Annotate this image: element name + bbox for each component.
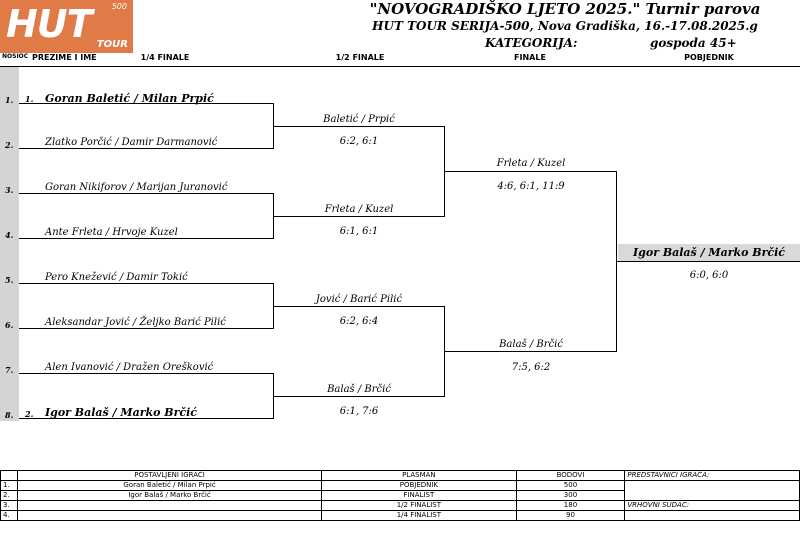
summary-header-place: PLASMAN [321, 470, 517, 481]
referee-cell [624, 510, 800, 521]
col-nosioc: NOSIOC [2, 53, 29, 60]
player-pair: Igor Balaš / Marko Brčić [45, 406, 197, 419]
winner-score: 6:0, 6:0 [689, 270, 729, 281]
player-pair: Goran Nikiforov / Marijan Juranović [45, 182, 228, 193]
col-r16: 1/4 FINALE [140, 53, 190, 62]
summary-table: POSTAVLJENI IGRAČI PLASMAN BODOVI PREDST… [0, 470, 800, 521]
summary-header-players: POSTAVLJENI IGRAČI [16, 470, 323, 481]
final-pair: Balaš / Brčić [499, 339, 563, 350]
semi-pair: Jović / Barić Pilić [315, 294, 403, 305]
hut-tour-logo: 500 HUT TOUR [0, 0, 133, 53]
row-points: 180 [515, 500, 626, 511]
draw-line [274, 216, 445, 217]
category-label: KATEGORIJA: [485, 36, 578, 50]
bracket-connector [273, 103, 274, 149]
row-player: Igor Balaš / Marko Brčić [16, 490, 323, 501]
draw-line [19, 148, 274, 149]
bracket-connector [444, 126, 445, 217]
tournament-title: "NOVOGRADIŠKO LJETO 2025." Turnir parova [369, 0, 761, 18]
draw-line [19, 193, 274, 194]
row-number: 4. [0, 510, 18, 521]
player-pair: Ante Frleta / Hrvoje Kuzel [45, 227, 178, 238]
summary-header-points: BODOVI [515, 470, 626, 481]
player-pair: Alen Ivanović / Dražen Orešković [45, 362, 214, 373]
draw-line [19, 373, 274, 374]
player-pair: Goran Baletić / Milan Prpić [45, 92, 214, 105]
summary-header-reps: PREDSTAVNICI IGRAČA: [624, 470, 800, 481]
row-points: 90 [515, 510, 626, 521]
draw-line [445, 171, 617, 172]
semi-pair: Frleta / Kuzel [324, 204, 394, 215]
row-place: POBJEDNIK [321, 480, 517, 491]
table-row: 4. 1/4 FINALIST 90 [0, 510, 800, 521]
final-score: 7:5, 6:2 [511, 362, 551, 373]
draw-line [274, 396, 445, 397]
logo-brand: HUT [6, 2, 93, 46]
header-divider [0, 66, 800, 67]
draw-number: 4. [5, 230, 14, 240]
seed-number: 1. [25, 94, 34, 104]
semi-pair: Baletić / Prpić [323, 114, 395, 125]
draw-line [445, 351, 617, 352]
draw-line [274, 306, 445, 307]
semi-score: 6:1, 6:1 [339, 226, 379, 237]
row-player: Goran Baletić / Milan Prpić [16, 480, 323, 491]
row-points: 500 [515, 480, 626, 491]
table-row: 3. 1/2 FINALIST 180 VRHOVNI SUDAC: [0, 500, 800, 511]
draw-number: 7. [5, 365, 14, 375]
reps-cell [624, 480, 800, 501]
semi-score: 6:2, 6:4 [339, 316, 379, 327]
bracket-connector [273, 193, 274, 239]
logo-number: 500 [111, 2, 127, 11]
col-names: PREZIME I IME [32, 53, 97, 62]
row-number: 2. [0, 490, 18, 501]
semi-score: 6:1, 7:6 [339, 406, 379, 417]
bracket-connector [616, 171, 617, 352]
row-player [16, 500, 323, 511]
logo-sub: TOUR [96, 39, 128, 50]
draw-line [19, 418, 274, 419]
referee-label: VRHOVNI SUDAC: [624, 500, 800, 511]
bracket-connector [273, 283, 274, 329]
bracket-connector [273, 373, 274, 419]
tournament-subtitle: HUT TOUR SERIJA-500, Nova Gradiška, 16.-… [372, 19, 758, 33]
row-place: 1/4 FINALIST [321, 510, 517, 521]
draw-number-column [0, 67, 19, 421]
draw-line [274, 126, 445, 127]
summary-header-row: POSTAVLJENI IGRAČI PLASMAN BODOVI PREDST… [0, 470, 800, 481]
draw-line [617, 261, 800, 262]
draw-number: 3. [5, 185, 14, 195]
bracket-connector [444, 306, 445, 397]
player-pair: Zlatko Porčić / Damir Darmanović [45, 137, 218, 148]
draw-number: 2. [5, 140, 14, 150]
winner-pair: Igor Balaš / Marko Brčić [633, 246, 785, 259]
seed-number: 2. [25, 409, 34, 419]
col-final: FINALE [514, 53, 546, 62]
draw-number: 5. [5, 275, 14, 285]
row-place: 1/2 FINALIST [321, 500, 517, 511]
row-player [16, 510, 323, 521]
row-place: FINALIST [321, 490, 517, 501]
col-semi: 1/2 FINALE [335, 53, 385, 62]
semi-pair: Balaš / Brčić [327, 384, 391, 395]
winner-highlight [618, 244, 800, 261]
draw-line [19, 328, 274, 329]
table-row: 1. Goran Baletić / Milan Prpić POBJEDNIK… [0, 480, 800, 501]
draw-number: 8. [5, 410, 14, 420]
player-pair: Pero Knežević / Damir Tokić [45, 272, 188, 283]
draw-number: 6. [5, 320, 14, 330]
col-winner: POBJEDNIK [684, 53, 734, 62]
player-pair: Aleksandar Jović / Željko Barić Pilić [45, 317, 226, 328]
draw-line [19, 238, 274, 239]
semi-score: 6:2, 6:1 [339, 136, 379, 147]
final-pair: Frleta / Kuzel [496, 158, 566, 169]
draw-line [19, 103, 274, 104]
row-number: 3. [0, 500, 18, 511]
draw-number: 1. [5, 95, 14, 105]
final-score: 4:6, 6:1, 11:9 [497, 181, 565, 192]
row-points: 300 [515, 490, 626, 501]
draw-line [19, 283, 274, 284]
row-number: 1. [0, 480, 18, 491]
category-value: gospoda 45+ [650, 36, 737, 50]
